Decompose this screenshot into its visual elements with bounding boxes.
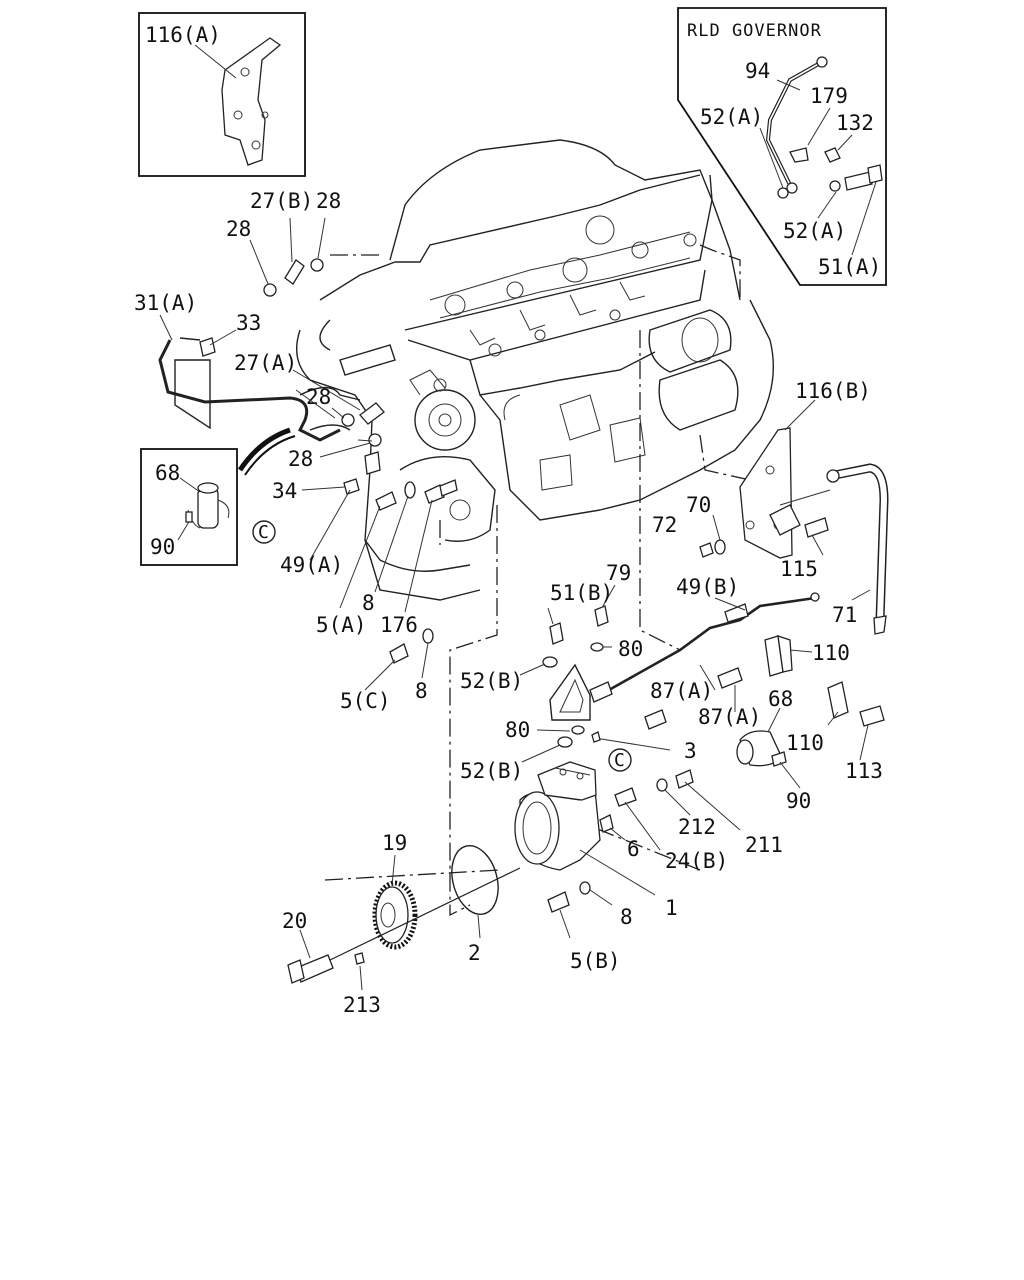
callout-110-lower: 110 — [786, 731, 824, 755]
callout-52B-lower: 52(B) — [460, 759, 523, 783]
callout-28-mid: 28 — [306, 385, 331, 409]
callout-34: 34 — [272, 479, 297, 503]
leader-28-mid — [295, 389, 336, 419]
injection-pump-assembly: 51(B) 79 49(B) 80 52(B) 87(A) 87(A) 80 3… — [451, 561, 820, 973]
connector-c-left-label: C — [258, 522, 269, 543]
callout-212: 212 — [678, 815, 716, 839]
callout-94: 94 — [745, 59, 770, 83]
callout-28-top-left: 28 — [226, 217, 251, 241]
inset-116A: 116(A) — [138, 12, 306, 177]
callout-5B: 5(B) — [570, 949, 621, 973]
callout-5C: 5(C) — [340, 689, 391, 713]
callout-3: 3 — [684, 739, 697, 763]
callout-49B: 49(B) — [676, 575, 739, 599]
hose-group-upper-left — [158, 217, 385, 495]
callout-79: 79 — [606, 561, 631, 585]
callout-132: 132 — [836, 111, 874, 135]
bracket-116B-group: 116(B) 70 72 115 71 — [652, 379, 889, 635]
connector-c-center-label: C — [614, 750, 625, 771]
connector-c-center: C — [608, 748, 632, 772]
callout-52A-right: 52(A) — [783, 219, 846, 243]
callout-28-top-right: 28 — [316, 189, 341, 213]
clamp-group-right: 110 68 110 113 90 — [736, 635, 885, 813]
callout-52B-upper: 52(B) — [460, 669, 523, 693]
callout-90-left: 90 — [150, 535, 175, 559]
callout-68-left: 68 — [155, 461, 180, 485]
callout-90-right: 90 — [786, 789, 811, 813]
callout-80-upper: 80 — [618, 637, 643, 661]
callout-80-lower: 80 — [505, 718, 530, 742]
callout-31A: 31(A) — [134, 291, 197, 315]
inset-rld-governor: RLD GOVERNOR 94 179 52(A) 132 52(A) 51(A… — [677, 7, 887, 286]
leader-28-low — [357, 439, 373, 442]
callout-2: 2 — [468, 941, 481, 965]
callout-27A: 27(A) — [234, 351, 297, 375]
engine-block-drawing — [237, 139, 774, 601]
callout-70: 70 — [686, 493, 711, 517]
callout-116B: 116(B) — [795, 379, 871, 403]
callout-8-mid: 8 — [415, 679, 428, 703]
connector-c-left: C — [252, 520, 276, 544]
callout-51A: 51(A) — [818, 255, 881, 279]
callout-19: 19 — [382, 831, 407, 855]
inset-title-governor: RLD GOVERNOR — [687, 21, 822, 41]
bracket-116B — [739, 427, 793, 559]
callout-28-low: 28 — [288, 447, 313, 471]
inset-68-90-left: 68 90 — [140, 448, 238, 566]
callout-52A-top: 52(A) — [700, 105, 763, 129]
callout-68-right: 68 — [768, 687, 793, 711]
callout-8-low: 8 — [620, 905, 633, 929]
callout-33: 33 — [236, 311, 261, 335]
inset-frame — [138, 12, 306, 177]
callout-115: 115 — [780, 557, 818, 581]
callout-113: 113 — [845, 759, 883, 783]
inset-frame-governor — [677, 7, 887, 286]
callout-213: 213 — [343, 993, 381, 1017]
inset-frame-clamp — [140, 448, 238, 566]
callout-51B: 51(B) — [550, 581, 613, 605]
callout-20: 20 — [282, 909, 307, 933]
callout-87A-upper: 87(A) — [650, 679, 713, 703]
front-bolts: 34 49(A) 5(A) 8 176 5(C) 8 — [272, 479, 458, 713]
callout-6: 6 — [627, 837, 640, 861]
callout-211: 211 — [745, 833, 783, 857]
callout-49A: 49(A) — [280, 553, 343, 577]
center-lines — [324, 244, 751, 917]
bracket-116A — [221, 37, 282, 166]
callout-179: 179 — [810, 84, 848, 108]
callout-24B: 24(B) — [665, 849, 728, 873]
callout-110-upper: 110 — [812, 641, 850, 665]
callout-1: 1 — [665, 896, 678, 920]
callout-116A: 116(A) — [145, 23, 221, 47]
callout-5A: 5(A) — [316, 613, 367, 637]
callout-176: 176 — [380, 613, 418, 637]
callout-87A-lower: 87(A) — [698, 705, 761, 729]
gear-group: 19 20 213 — [282, 831, 521, 1017]
callout-72: 72 — [652, 513, 677, 537]
callout-8-upper: 8 — [362, 591, 375, 615]
callout-71: 71 — [832, 603, 857, 627]
callout-27B: 27(B) — [250, 189, 313, 213]
